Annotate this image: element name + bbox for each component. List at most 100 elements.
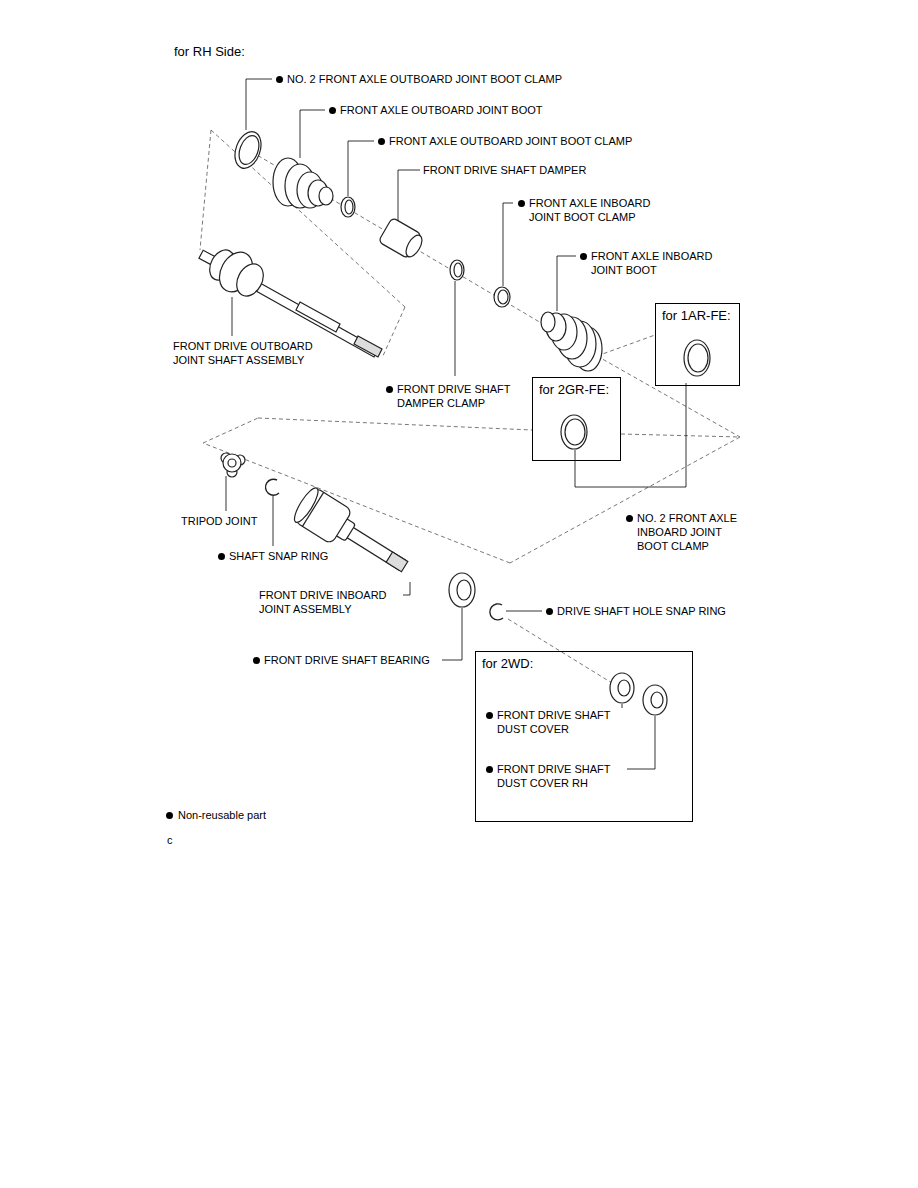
- leader-line: [348, 141, 374, 196]
- non-reusable-mark: [518, 200, 525, 207]
- part-name: FRONT DRIVE SHAFT DUST COVER: [497, 708, 627, 736]
- part-name: FRONT AXLE OUTBOARD JOINT BOOT: [340, 103, 543, 117]
- outboard-boot-clamp: [235, 133, 262, 167]
- dust-cover: [643, 685, 667, 715]
- inboard-joint: [302, 492, 323, 526]
- tripod-joint: [228, 459, 236, 467]
- part-name: FRONT DRIVE OUTBOARD JOINT SHAFT ASSEMBL…: [173, 339, 328, 367]
- leader-line: [226, 476, 227, 511]
- outboard-joint-shaft: [296, 302, 340, 332]
- boot-clamp: [454, 263, 462, 277]
- non-reusable-mark: [386, 386, 393, 393]
- shaft-damper: [403, 233, 425, 260]
- leader-line: [246, 79, 272, 130]
- outboard-boot: [319, 187, 333, 205]
- part-name: SHAFT SNAP RING: [229, 549, 328, 563]
- part-name: FRONT DRIVE INBOARD JOINT ASSEMBLY: [259, 588, 399, 616]
- leader-line: [273, 496, 274, 546]
- dust-cover: [610, 673, 634, 703]
- boot-clamp: [450, 260, 464, 280]
- leader-line: [442, 608, 462, 660]
- leader-line: [575, 383, 686, 487]
- variant-heading: for 1AR-FE:: [662, 308, 731, 324]
- outboard-joint-shaft: [231, 259, 268, 300]
- alignment-line: [200, 130, 211, 250]
- inboard-joint: [291, 485, 416, 584]
- leader-line: [627, 716, 655, 769]
- legend-symbol: [166, 812, 173, 819]
- alignment-line: [203, 418, 258, 443]
- leader-line: [300, 110, 325, 158]
- part-name: FRONT DRIVE SHAFT BEARING: [264, 653, 430, 667]
- part-name: FRONT DRIVE SHAFT DAMPER CLAMP: [397, 382, 522, 410]
- shaft-bearing: [457, 580, 471, 600]
- boot-clamp: [565, 419, 585, 445]
- variant-heading: for 2GR-FE:: [539, 382, 609, 398]
- variant-box: for 1AR-FE:: [655, 303, 740, 386]
- inboard-boot: [541, 312, 555, 332]
- shaft-damper: [378, 217, 425, 259]
- variant-heading: for 2WD:: [482, 656, 533, 672]
- snap-ring: [490, 604, 503, 620]
- non-reusable-mark: [329, 107, 336, 114]
- part-name: FRONT AXLE INBOARD JOINT BOOT CLAMP: [529, 196, 669, 224]
- leader-line: [455, 281, 456, 376]
- alignment-line: [597, 356, 740, 437]
- tripod-joint: [223, 454, 241, 472]
- non-reusable-mark: [546, 608, 553, 615]
- non-reusable-mark: [486, 766, 493, 773]
- leader-line: [226, 79, 686, 769]
- dust-cover: [651, 692, 663, 708]
- part-name: NO. 2 FRONT AXLE OUTBOARD JOINT BOOT CLA…: [287, 72, 562, 86]
- non-reusable-mark: [580, 253, 587, 260]
- leader-line: [506, 611, 542, 612]
- alignment-line: [211, 130, 405, 307]
- part-name: NO. 2 FRONT AXLE INBOARD JOINT BOOT CLAM…: [637, 511, 752, 553]
- shaft-bearing: [449, 573, 475, 607]
- outboard-boot: [273, 158, 333, 208]
- part-name: FRONT DRIVE SHAFT DUST COVER RH: [497, 762, 627, 790]
- legend-label: Non-reusable part: [178, 808, 266, 822]
- alignment-line: [203, 443, 510, 563]
- leader-line: [232, 297, 233, 336]
- boot-clamp: [341, 197, 355, 217]
- part-name: FRONT DRIVE SHAFT DAMPER: [423, 163, 586, 177]
- alignment-line: [200, 130, 740, 683]
- alignment-line: [597, 335, 655, 356]
- leader-line: [557, 256, 576, 311]
- alignment-line: [252, 152, 597, 356]
- shaft-bearing: [449, 573, 475, 607]
- alignment-line: [258, 418, 532, 430]
- boot-clamp: [345, 200, 353, 214]
- part-name: DRIVE SHAFT HOLE SNAP RING: [557, 604, 726, 618]
- outboard-boot-clamp: [230, 128, 266, 172]
- boot-clamp: [684, 340, 710, 376]
- non-reusable-mark: [626, 515, 633, 522]
- leader-line: [398, 170, 420, 222]
- alignment-line: [621, 434, 740, 437]
- variant-box: for 2WD:: [475, 651, 693, 822]
- figure-code: c: [167, 833, 173, 847]
- inboard-joint: [386, 552, 408, 572]
- non-reusable-mark: [378, 138, 385, 145]
- non-reusable-mark: [486, 712, 493, 719]
- tripod-joint: [221, 453, 245, 477]
- leader-line: [503, 203, 513, 286]
- snap-ring: [265, 479, 279, 495]
- leader-line: [403, 582, 410, 595]
- boot-clamp: [498, 290, 508, 304]
- boot-clamp: [494, 287, 510, 307]
- outboard-boot-clamp: [230, 128, 266, 172]
- inboard-boot: [541, 312, 602, 371]
- part-name: TRIPOD JOINT: [181, 514, 257, 528]
- non-reusable-mark: [276, 76, 283, 83]
- outboard-joint-shaft: [354, 336, 382, 357]
- variant-box: for 2GR-FE:: [532, 377, 621, 461]
- non-reusable-mark: [253, 657, 260, 664]
- part-name: FRONT AXLE INBOARD JOINT BOOT: [591, 249, 731, 277]
- diagram-title: for RH Side:: [174, 44, 245, 60]
- part-name: FRONT AXLE OUTBOARD JOINT BOOT CLAMP: [389, 134, 632, 148]
- boot-clamp: [688, 344, 708, 372]
